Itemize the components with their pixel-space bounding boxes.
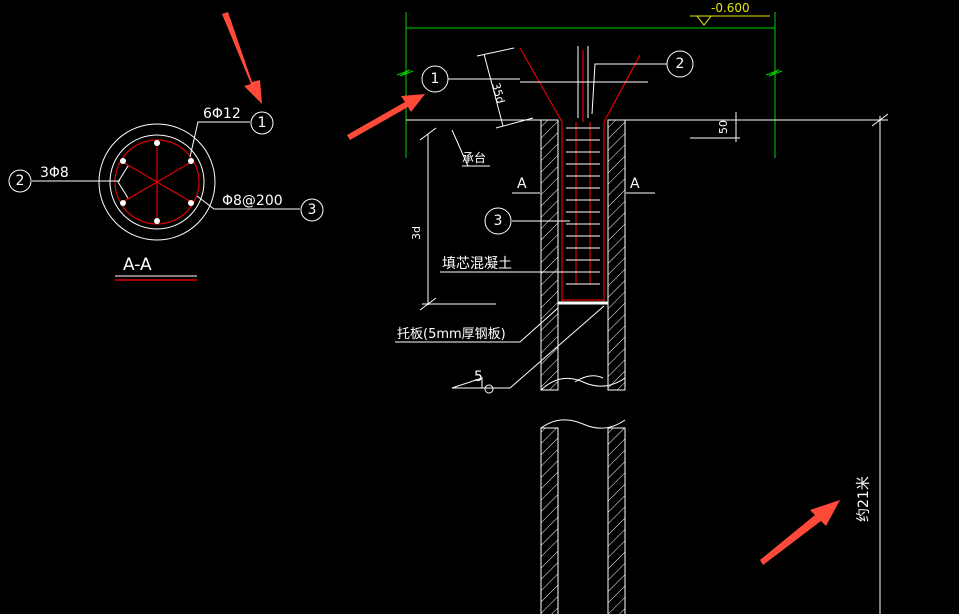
tag-circle-1	[250, 111, 274, 135]
pile-break-upper	[540, 377, 626, 391]
section-a-a: 6Φ12 1 2 3Φ8 Φ8@200 3 A-A	[8, 106, 324, 281]
rebar-dots	[120, 140, 194, 224]
rebar-dot	[154, 218, 160, 224]
core-reinforcement	[558, 122, 608, 305]
callout-arrow-icon	[760, 500, 840, 565]
tag-circle-3-elev	[484, 207, 512, 235]
tag-1-elev: 1	[431, 71, 440, 87]
rebar-dot	[188, 200, 194, 206]
length-text: 约21米	[856, 476, 872, 522]
pile-break-lower	[540, 419, 626, 429]
dim-50-text: 50	[717, 120, 730, 134]
cut-a-left: A	[517, 176, 527, 192]
section-title: A-A	[123, 255, 152, 275]
weld-symbol: 5	[451, 305, 605, 394]
leader-stirrup	[196, 195, 300, 210]
dim-3d: 3d	[410, 127, 496, 311]
rebar-dot	[120, 200, 126, 206]
tag-circle-2-elev	[666, 50, 694, 78]
pile-outer-circle	[98, 123, 216, 241]
callout-arrow-icon	[347, 94, 425, 140]
cut-a-right: A	[630, 176, 640, 192]
level-text: -0.600	[711, 1, 750, 15]
tag-3-elev: 3	[494, 213, 503, 229]
dim-35d: 35d	[476, 47, 534, 129]
rebar-dot	[120, 158, 126, 164]
dim-35d-text: 35d	[489, 81, 507, 105]
tag-3: 3	[308, 202, 317, 218]
callout-arrows	[222, 12, 840, 565]
tag-1: 1	[258, 115, 267, 131]
pile-break-upper-2	[574, 375, 604, 383]
pile-wall-right-lower	[607, 427, 626, 614]
inner-bar-hook	[117, 165, 129, 199]
tag-circle-2	[8, 169, 32, 193]
rebar-dot	[188, 158, 194, 164]
pile-inner-circle	[109, 134, 205, 230]
fill-concrete-label: 填芯混凝土	[442, 256, 512, 272]
plate-label: 托板(5mm厚钢板)	[397, 327, 506, 342]
leader-main-bar	[189, 121, 250, 158]
tag-circle-3	[300, 198, 324, 222]
level-mark: -0.600	[690, 1, 770, 26]
label-main-bar: 6Φ12	[203, 106, 241, 122]
tag-circle-1-elev	[421, 65, 449, 93]
label-side-bar: 3Φ8	[40, 165, 69, 181]
callout-arrow-icon	[222, 12, 262, 104]
dim-3d-text: 3d	[410, 226, 423, 240]
weld-size: 5	[474, 369, 483, 385]
tag-2: 2	[16, 173, 25, 189]
dim-50: 50	[690, 112, 888, 142]
radial-bars	[120, 140, 194, 224]
anchor-bars	[519, 46, 648, 123]
tag-2-elev: 2	[676, 56, 685, 72]
dim-length: 约21米	[856, 113, 889, 614]
pile-wall-right	[607, 119, 626, 391]
pile-elevation: -0.600	[395, 1, 889, 614]
rebar-dot	[154, 140, 160, 146]
cap-label: 承台	[462, 150, 486, 165]
label-stirrup: Φ8@200	[222, 193, 283, 209]
pile-wall-left	[540, 119, 559, 391]
pile-wall-left-lower	[540, 427, 559, 614]
